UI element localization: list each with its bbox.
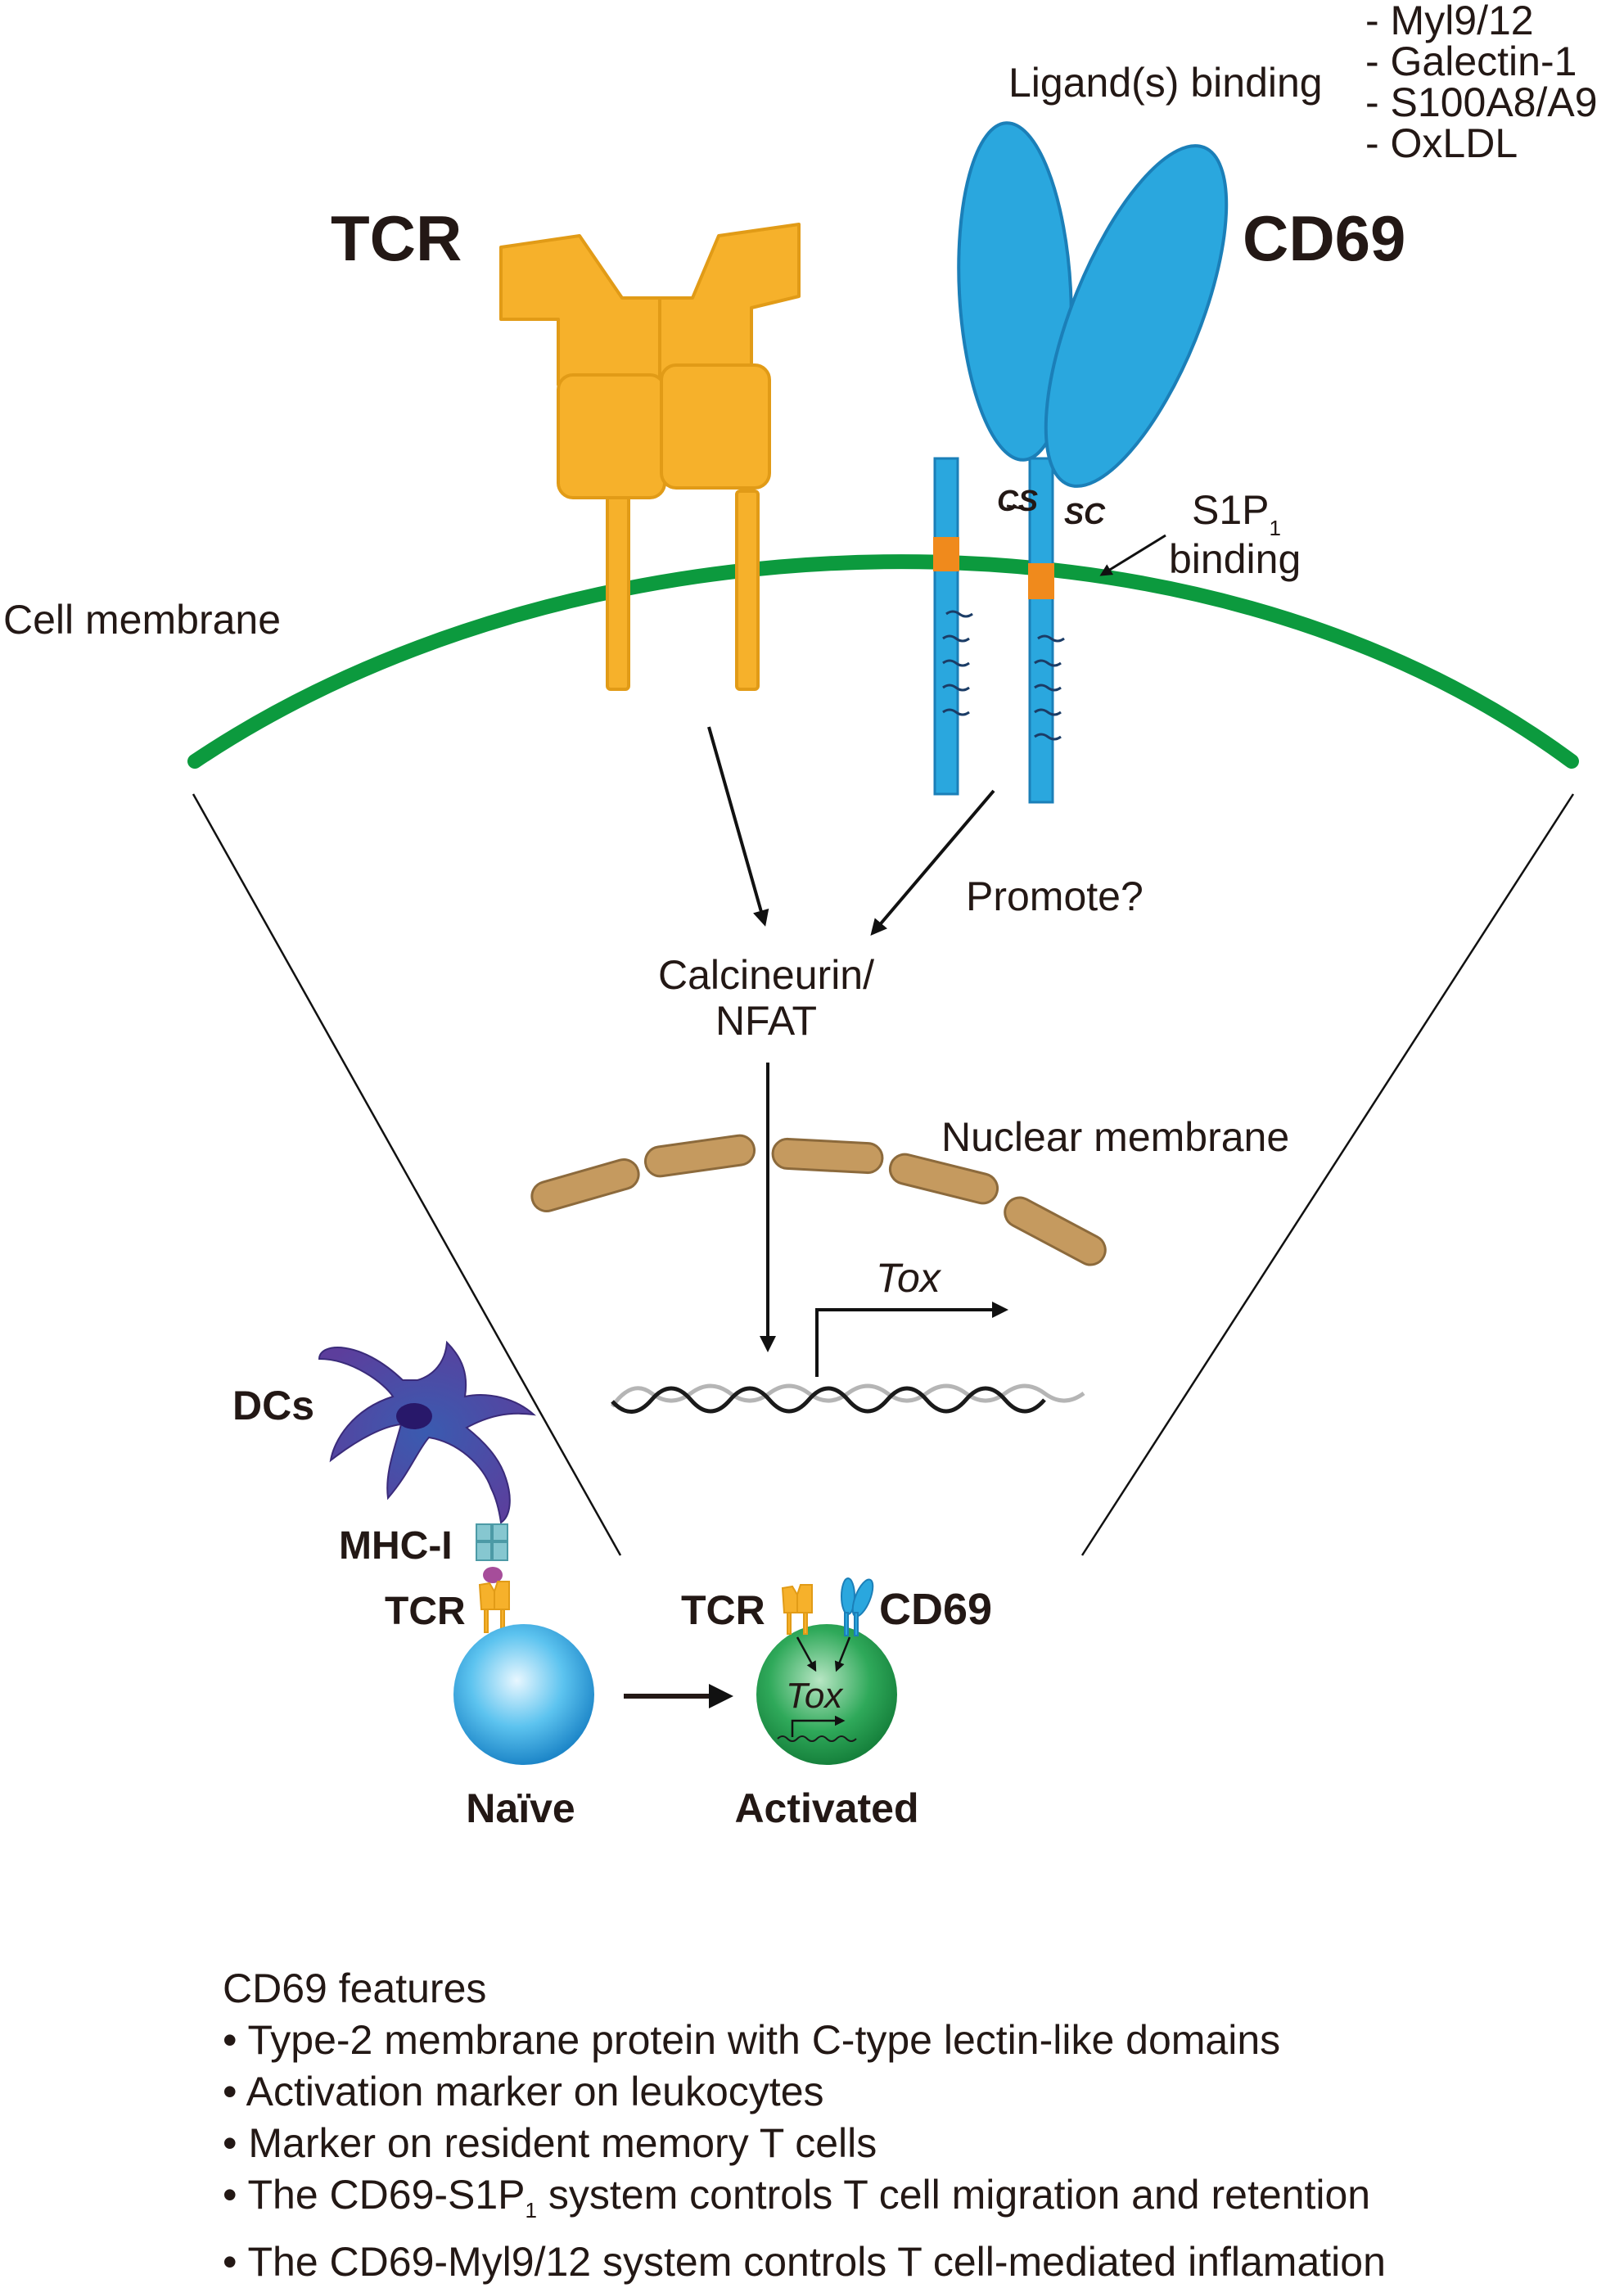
mhc-label: MHC-I <box>339 1524 453 1568</box>
cd69-signal-arrow-small <box>834 1636 851 1672</box>
disulfide-cs: CS <box>997 484 1038 517</box>
cd69-features: CD69 features • Type-2 membrane protein … <box>223 1963 1598 2288</box>
feature-item: • Marker on resident memory T cells <box>223 2120 877 2166</box>
features-title: CD69 features <box>223 1965 487 2011</box>
peptide <box>483 1567 503 1583</box>
cd69-small-label: CD69 <box>879 1585 992 1634</box>
tcr-small-naive <box>478 1581 510 1633</box>
tcr-to-nfat-arrow <box>707 726 769 927</box>
calcineurin-label: Calcineurin/ <box>658 952 874 998</box>
feature-item: • Activation marker on leukocytes <box>223 2069 824 2114</box>
tcr-small-activated <box>781 1584 813 1635</box>
s1p-binding-label: binding <box>1169 536 1301 582</box>
cd69-small <box>841 1577 874 1636</box>
dna-small <box>777 1735 857 1742</box>
ligand-item: - Galectin-1 <box>1365 38 1577 84</box>
s1p-binding-site <box>1028 563 1054 599</box>
feature-item: • The CD69-Myl9/12 system controls T cel… <box>223 2239 1386 2285</box>
tcr-activated-label: TCR <box>681 1587 765 1633</box>
feature-item: • The CD69-S1P1 system controls T cell m… <box>223 2172 1371 2223</box>
ligand-item: - S100A8/A9 <box>1365 79 1598 125</box>
activated-label: Activated <box>734 1785 918 1831</box>
tcr-label: TCR <box>331 202 462 274</box>
ligand-binding-heading: Ligand(s) binding <box>1008 60 1323 106</box>
tcr-naive-label: TCR <box>385 1590 466 1633</box>
dendritic-cell <box>318 1340 537 1524</box>
nfat-label: NFAT <box>715 998 817 1044</box>
promote-label: Promote? <box>966 873 1144 919</box>
s1p-arrow <box>1099 534 1166 576</box>
naive-label: Naïve <box>466 1785 575 1831</box>
dna-strand-grey <box>610 1383 1085 1408</box>
s1p-binding-site <box>933 537 959 571</box>
disulfide-sc: SC <box>1064 497 1106 530</box>
cd69-label: CD69 <box>1243 202 1405 274</box>
cd69-to-nfat-arrow <box>870 789 995 936</box>
tox-small-label: Tox <box>786 1676 844 1716</box>
tox-gene-label: Tox <box>876 1255 942 1301</box>
funnel-line-left <box>192 793 622 1556</box>
cd69-receptor <box>933 121 1229 804</box>
cell-membrane <box>187 554 1579 769</box>
ligand-item: - Myl9/12 <box>1365 0 1534 43</box>
nuclear-membrane-label: Nuclear membrane <box>941 1114 1289 1160</box>
funnel-line-right <box>1080 793 1575 1556</box>
nuclear-membrane <box>530 1134 1107 1266</box>
tox-small-promoter <box>791 1715 846 1737</box>
feature-item: • Type-2 membrane protein with C-type le… <box>223 2017 1281 2063</box>
dcs-label: DCs <box>232 1383 314 1428</box>
tox-promoter-arrow <box>815 1302 1008 1377</box>
dna-strand-dark <box>611 1386 1046 1414</box>
tcr-signal-arrow-small <box>796 1636 817 1672</box>
cell-membrane-label: Cell membrane <box>3 597 281 643</box>
s1p-label: S1P1 <box>1192 487 1281 540</box>
mhc-i-molecule <box>476 1523 508 1561</box>
tcr-receptor <box>499 223 801 691</box>
ligand-item: - OxLDL <box>1365 120 1518 166</box>
naive-cell <box>453 1624 594 1765</box>
